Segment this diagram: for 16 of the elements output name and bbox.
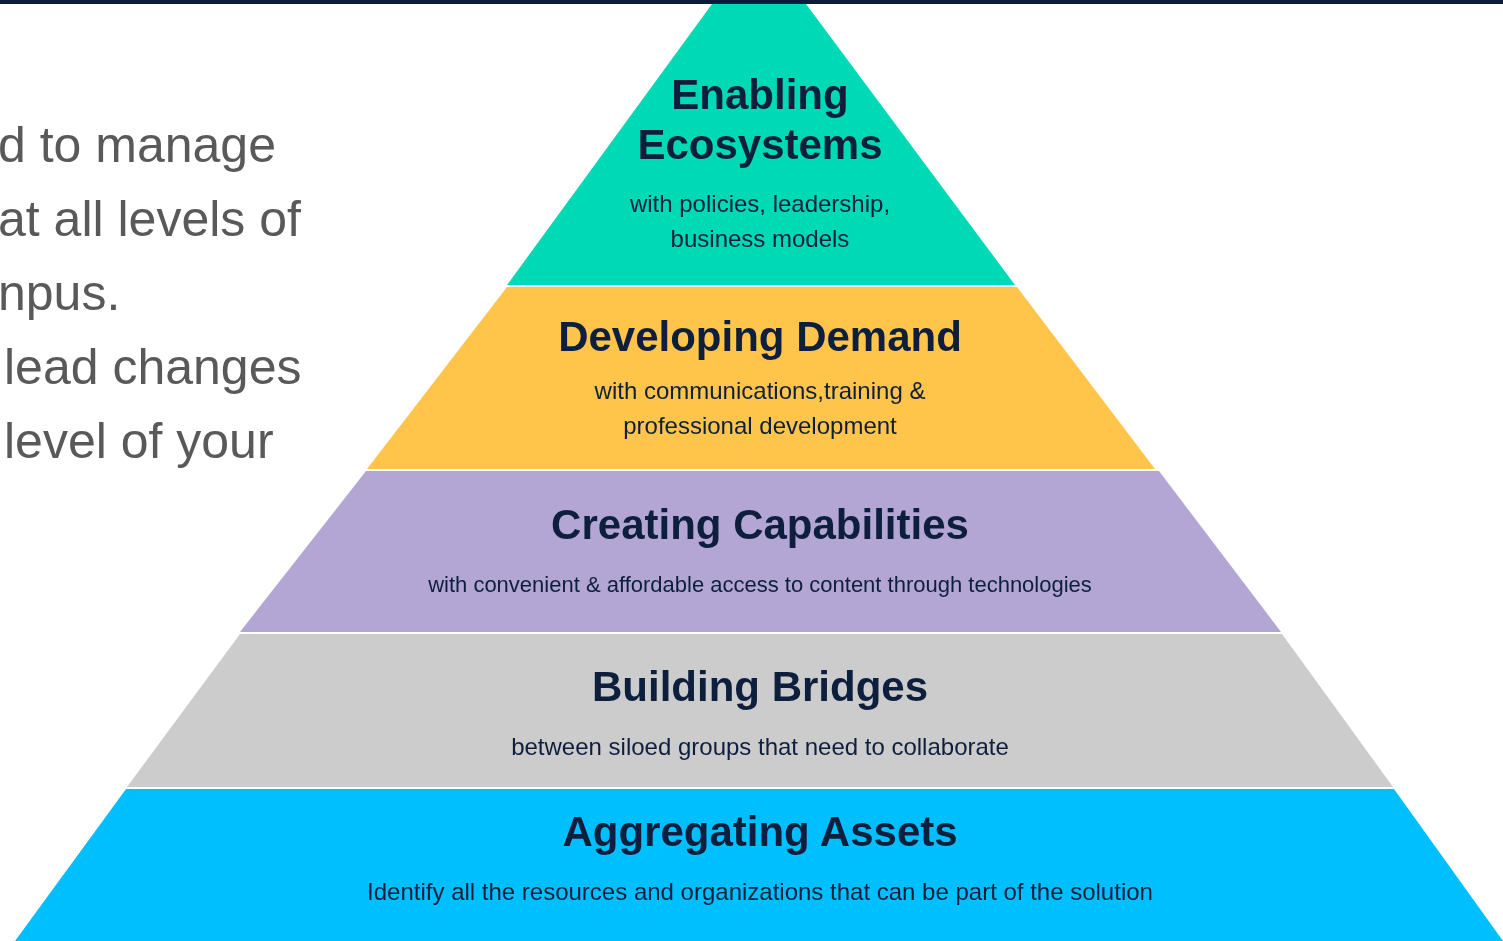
body-text-line: lead changes bbox=[4, 338, 302, 397]
body-text-line: at all levels of bbox=[0, 190, 301, 249]
tier-description: between siloed groups that need to collaborate bbox=[510, 732, 1010, 762]
body-text-line: npus. bbox=[0, 264, 121, 323]
pyramid-tier bbox=[15, 789, 1503, 941]
tier-title: Building Bridges bbox=[591, 662, 929, 712]
tier-description: with policies, leadership, business models bbox=[628, 189, 892, 254]
body-text-line: d to manage bbox=[0, 116, 276, 175]
tier-description: with communications,training & professional development bbox=[593, 376, 927, 441]
tier-description: with convenient & affordable access to content through technologies bbox=[427, 571, 1093, 599]
tier-title: Enabling Ecosystems bbox=[636, 70, 884, 170]
tier-description: Identify all the resources and organizations that can be part of the solution bbox=[366, 877, 1154, 907]
tier-title: Developing Demand bbox=[557, 312, 963, 362]
tier-title: Aggregating Assets bbox=[561, 807, 959, 857]
tier-title: Creating Capabilities bbox=[550, 500, 970, 550]
body-text-line: level of your bbox=[4, 412, 274, 471]
